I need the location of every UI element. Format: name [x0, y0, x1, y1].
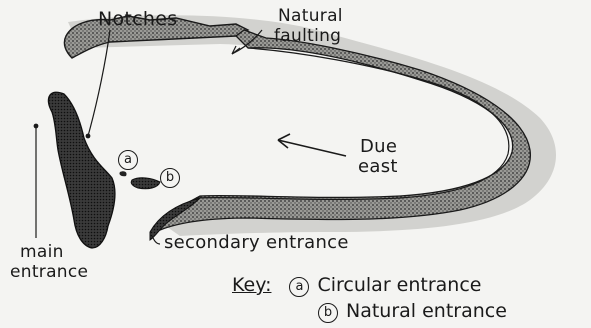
key-row-a: Key: a Circular entrance	[232, 276, 481, 297]
due-east-arrow	[278, 140, 346, 156]
due-east-label-line2: east	[358, 158, 398, 176]
main-entrance-landmass	[48, 92, 115, 248]
key-title: Key:	[232, 274, 271, 296]
key-marker-b: b	[318, 303, 338, 323]
natural-faulting-label-line2: faulting	[274, 28, 341, 45]
secondary-entrance-leader	[152, 236, 160, 244]
small-rock	[119, 171, 126, 176]
notches-label: Notches	[98, 10, 177, 29]
main-entrance-label-line1: main	[20, 244, 64, 261]
main-entrance-label-line2: entrance	[10, 264, 88, 281]
cave-chamber-outline	[196, 48, 509, 199]
key-row-b: b Natural entrance	[318, 302, 507, 323]
due-east-label-line1: Due	[360, 138, 397, 156]
natural-faulting-label-line1: Natural	[278, 8, 343, 25]
key-marker-a: a	[289, 277, 309, 297]
cave-main-wall	[159, 30, 531, 230]
key-text-b: Natural entrance	[346, 300, 507, 322]
secondary-entrance-label: secondary entrance	[164, 234, 349, 252]
key-text-a: Circular entrance	[317, 274, 481, 296]
marker-a: a	[118, 150, 138, 170]
circular-entrance-rock	[131, 178, 160, 189]
marker-b: b	[160, 168, 180, 188]
